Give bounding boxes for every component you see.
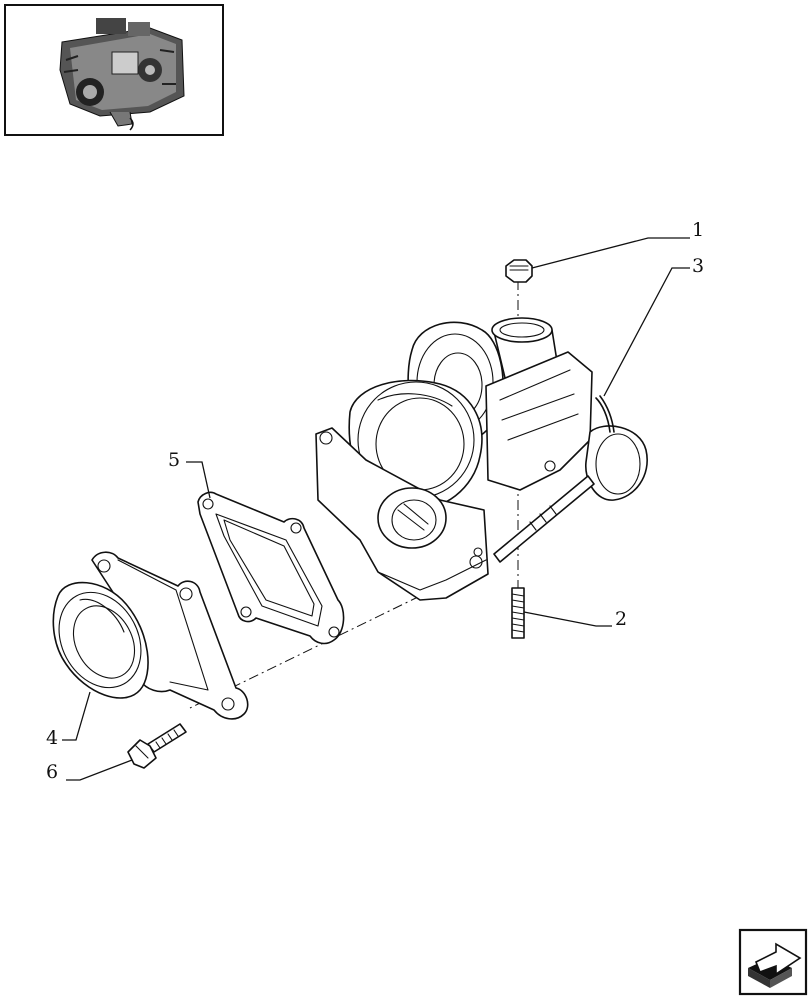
next-page-arrow-icon	[748, 942, 802, 988]
callout-label-5: 5	[168, 449, 180, 471]
callout-4: 4	[46, 691, 91, 749]
turbocharger[interactable]	[315, 317, 648, 601]
next-page-button[interactable]	[738, 928, 808, 996]
callout-2: 2	[523, 608, 627, 630]
nut[interactable]	[505, 259, 533, 283]
callout-3: 3	[603, 255, 704, 397]
stud[interactable]	[511, 587, 525, 639]
flange-axis-line	[189, 595, 421, 709]
callout-label-3: 3	[692, 255, 704, 277]
callout-6: 6	[46, 759, 133, 783]
engine-thumbnail-icon	[59, 18, 185, 131]
callout-label-4: 4	[46, 727, 58, 749]
callout-label-2: 2	[615, 608, 627, 630]
callout-label-6: 6	[46, 761, 58, 783]
gasket[interactable]	[197, 491, 345, 645]
callout-label-1: 1	[692, 219, 704, 241]
callout-1: 1	[531, 219, 704, 269]
exhaust-elbow[interactable]	[43, 551, 249, 720]
engine-thumbnail[interactable]	[4, 4, 224, 136]
callout-5: 5	[168, 449, 211, 499]
bolt[interactable]	[127, 723, 187, 769]
